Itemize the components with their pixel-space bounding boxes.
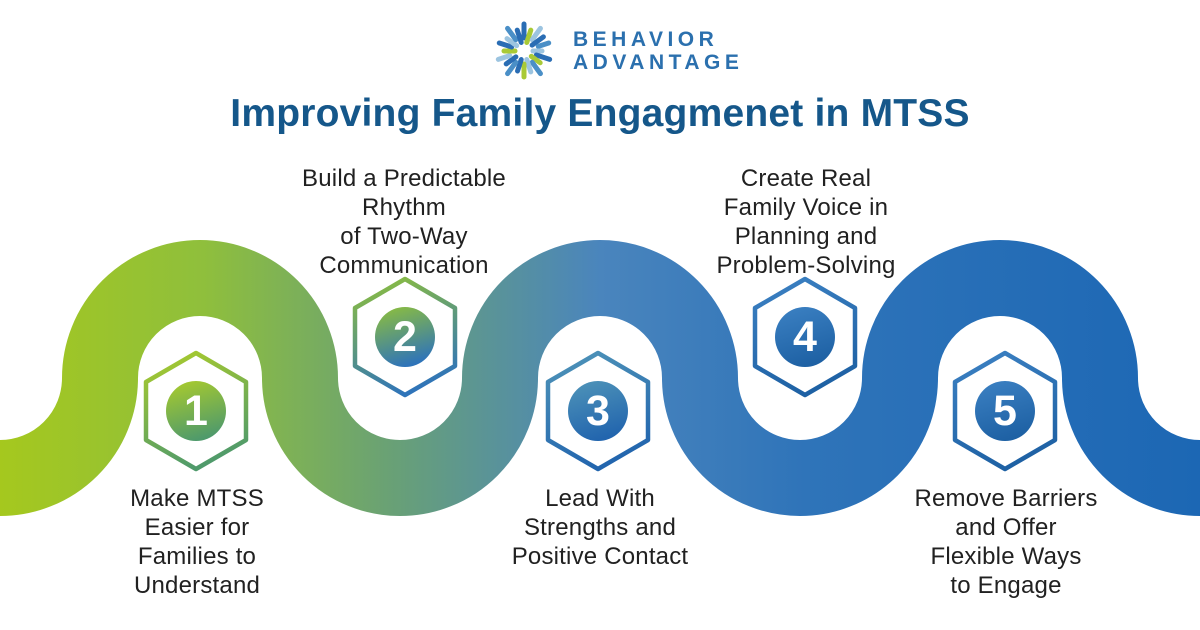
- brand-name-line2: ADVANTAGE: [573, 51, 744, 74]
- page-title: Improving Family Engagmenet in MTSS: [230, 92, 970, 135]
- step-3-number: 3: [586, 387, 610, 435]
- step-3-hexagon: [545, 350, 651, 472]
- step-2-hexagon: [352, 276, 458, 398]
- step-1-badge: 1: [141, 349, 251, 473]
- step-5-hexagon: [952, 350, 1058, 472]
- brand-name-line1: BEHAVIOR: [573, 28, 719, 51]
- step-3-label: Lead With Strengths and Positive Contact: [511, 485, 689, 570]
- brand-name: BEHAVIOR ADVANTAGE: [573, 28, 743, 74]
- step-4-badge: 4: [750, 275, 860, 399]
- step-5-number: 5: [993, 387, 1017, 435]
- step-1-hexagon: [143, 350, 249, 472]
- step-2-number: 2: [393, 313, 417, 361]
- step-1-number: 1: [184, 387, 208, 435]
- step-2-label: Build a Predictable Rhythm of Two-Way Co…: [302, 165, 506, 279]
- step-4-label: Create Real Family Voice in Planning and…: [716, 165, 896, 279]
- step-2-badge: 2: [350, 275, 460, 399]
- step-1-label: Make MTSS Easier for Families to Underst…: [130, 485, 264, 599]
- step-5-label: Remove Barriers and Offer Flexible Ways …: [914, 485, 1098, 599]
- step-4-number: 4: [793, 313, 817, 361]
- behavior-advantage-logo-icon: [495, 21, 553, 80]
- step-4-hexagon: [752, 276, 858, 398]
- brand-logo: BEHAVIOR ADVANTAGE: [487, 14, 743, 88]
- wave-path: [0, 240, 1200, 516]
- step-3-badge: 3: [543, 349, 653, 473]
- step-5-badge: 5: [950, 349, 1060, 473]
